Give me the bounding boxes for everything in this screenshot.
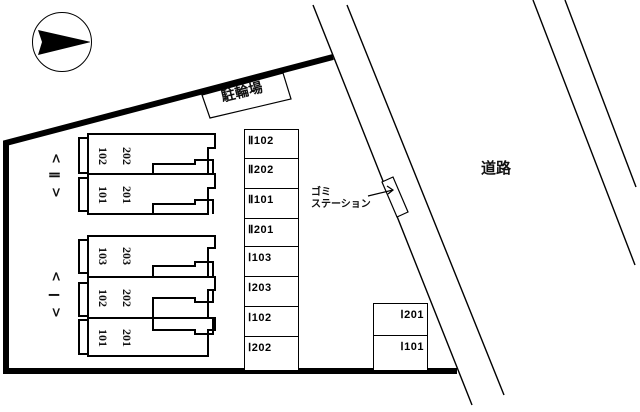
building-1-numeral: Ⅰ bbox=[45, 292, 61, 298]
unit-b1-202: 202 bbox=[120, 289, 134, 307]
unit-b1-103: 103 bbox=[96, 247, 110, 265]
parking-slot: Ⅰ102 bbox=[244, 306, 299, 338]
garbage-station-label-line2: ステーション bbox=[311, 199, 371, 210]
parking-slot: Ⅰ202 bbox=[244, 336, 299, 371]
parking-slot: Ⅱ101 bbox=[244, 188, 299, 220]
building-1-bracket-close: > bbox=[47, 307, 63, 318]
parking-slot: Ⅰ201 bbox=[373, 303, 428, 337]
parking-slot: Ⅱ202 bbox=[244, 158, 299, 190]
unit-b2-101: 101 bbox=[96, 186, 110, 204]
building-2-outline bbox=[78, 133, 216, 215]
unit-b1-102: 102 bbox=[96, 289, 110, 307]
road-edge-3 bbox=[532, 0, 636, 266]
unit-b2-102: 102 bbox=[96, 147, 110, 165]
parking-slot: Ⅰ103 bbox=[244, 246, 299, 278]
property-boundary bbox=[3, 54, 334, 370]
parking-slot: Ⅰ203 bbox=[244, 276, 299, 308]
parking-slot: Ⅱ102 bbox=[244, 129, 299, 160]
building-2-numeral: Ⅱ bbox=[45, 171, 61, 179]
building-1-outline bbox=[78, 235, 216, 357]
road-label: 道路 bbox=[481, 159, 512, 177]
unit-b1-101: 101 bbox=[96, 329, 110, 347]
bicycle-parking-area bbox=[201, 72, 292, 119]
garbage-station-label-line1: ゴミ bbox=[311, 187, 331, 198]
building-2-bracket-open: < bbox=[47, 153, 63, 164]
unit-b2-201: 201 bbox=[120, 186, 134, 204]
parking-slot: Ⅱ201 bbox=[244, 218, 299, 248]
road-edge-4 bbox=[564, 0, 637, 188]
building-1-label: < Ⅰ > bbox=[45, 270, 64, 324]
parking-column: Ⅱ102 Ⅱ202 Ⅱ101 Ⅱ201 Ⅰ103 Ⅰ203 Ⅰ102 Ⅰ202 bbox=[244, 129, 299, 371]
parking-slot: Ⅰ101 bbox=[373, 335, 428, 371]
unit-b1-203: 203 bbox=[120, 247, 134, 265]
garbage-station-area bbox=[381, 176, 409, 218]
road-edge-2 bbox=[346, 4, 505, 396]
building-2-bracket-close: > bbox=[47, 187, 63, 198]
parking-right: Ⅰ201 Ⅰ101 bbox=[373, 303, 428, 371]
building-2-label: < Ⅱ > bbox=[45, 152, 64, 202]
building-1-bracket-open: < bbox=[47, 271, 63, 282]
unit-b2-202: 202 bbox=[120, 147, 134, 165]
unit-b1-201: 201 bbox=[120, 329, 134, 347]
north-arrow-icon bbox=[32, 12, 92, 72]
